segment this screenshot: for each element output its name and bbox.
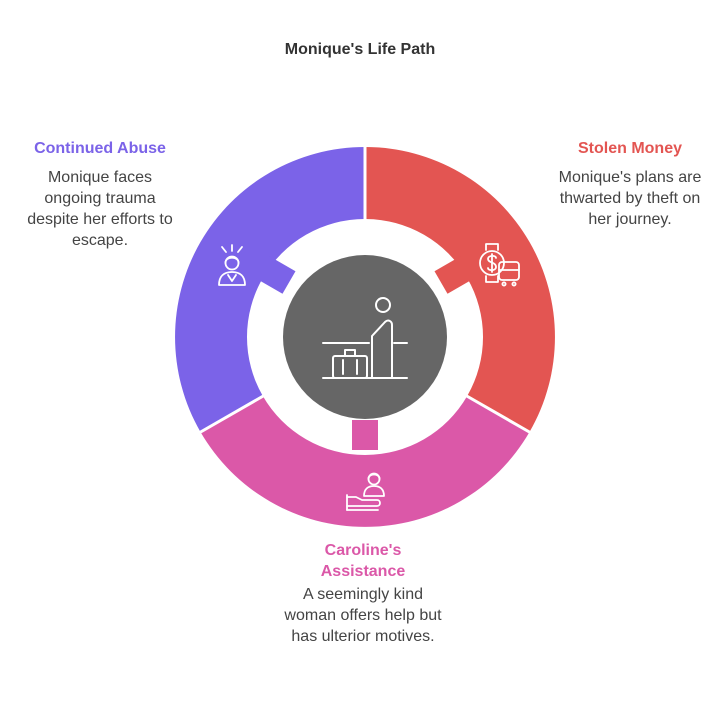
money-connector — [434, 256, 474, 294]
diagram-title: Monique's Life Path — [284, 41, 436, 58]
traveler-luggage-icon — [322, 297, 408, 379]
assistance-segment — [200, 396, 530, 527]
money-heading: Stolen Money — [577, 140, 682, 157]
distressed-person-icon — [218, 244, 246, 286]
segment-separators — [197, 144, 533, 435]
abuse-connector — [256, 256, 296, 294]
abuse-heading: Continued Abuse — [34, 140, 166, 157]
center-hub — [283, 255, 447, 419]
assistance-heading: Caroline's Assistance — [320, 542, 406, 580]
assistance-description: A seemingly kind woman offers help but h… — [284, 586, 442, 645]
assistance-connector — [352, 420, 378, 450]
money-text-block: Stolen Money Monique's plans are thwarte… — [550, 138, 710, 230]
money-description: Monique's plans are thwarted by theft on… — [558, 169, 702, 228]
money-bus-icon — [479, 243, 520, 287]
abuse-segment — [175, 147, 365, 432]
abuse-text-block: Continued Abuse Monique faces ongoing tr… — [20, 138, 180, 251]
money-segment — [365, 147, 555, 432]
assistance-text-block: Caroline's Assistance A seemingly kind w… — [283, 540, 443, 647]
helping-hand-person-icon — [346, 472, 385, 511]
abuse-description: Monique faces ongoing trauma despite her… — [27, 169, 173, 249]
